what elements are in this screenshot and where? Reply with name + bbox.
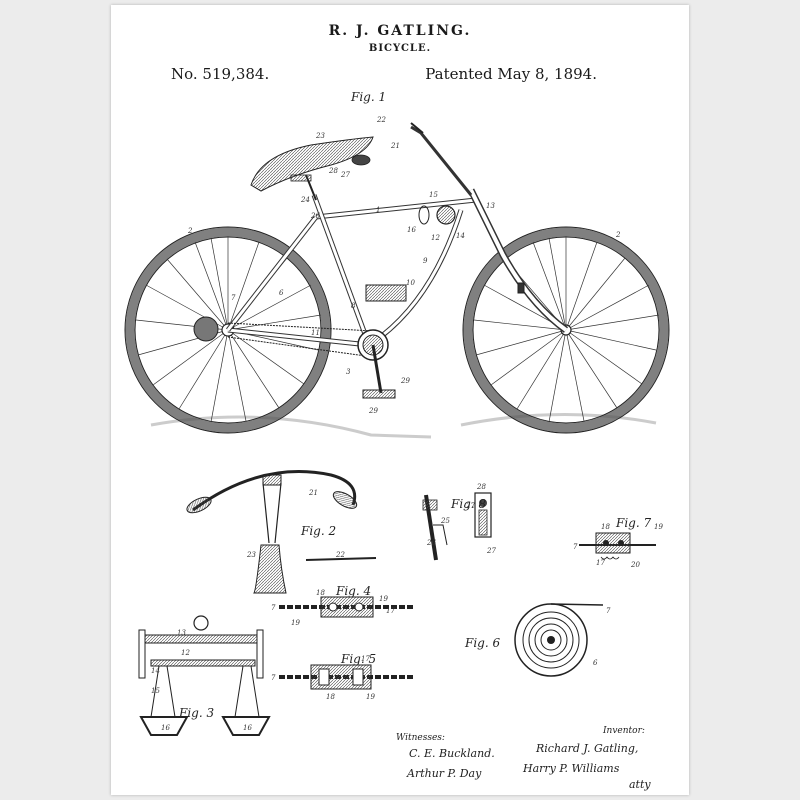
fig-5-label: Fig. 5 bbox=[340, 652, 376, 666]
figure-1-bicycle: Fig. 1 bbox=[124, 90, 670, 439]
ref-numeral: 22 bbox=[376, 116, 386, 124]
ref-numeral: 17 bbox=[361, 655, 370, 663]
ref-numeral: 13 bbox=[486, 202, 495, 210]
ref-numeral: 17 bbox=[386, 607, 395, 615]
witnesses-heading: Witnesses: bbox=[396, 733, 445, 743]
ref-numeral: 19 bbox=[366, 693, 375, 701]
ref-numeral: 10 bbox=[406, 279, 415, 287]
fig-6-label: Fig. 6 bbox=[464, 636, 500, 650]
ref-numeral: 16 bbox=[161, 724, 170, 732]
ref-numeral: 12 bbox=[181, 649, 190, 657]
ref-numeral: 15 bbox=[151, 687, 160, 695]
figure-3-stirrups: Fig. 3 13 12 14 15 16 16 bbox=[138, 615, 271, 736]
ref-numeral: 7 bbox=[606, 607, 611, 615]
bicycle-frame bbox=[226, 122, 569, 399]
ref-numeral: 13 bbox=[177, 629, 186, 637]
ref-numeral: 27 bbox=[486, 547, 496, 555]
ref-numeral: 6 bbox=[593, 659, 598, 667]
ref-numeral: 18 bbox=[316, 589, 325, 597]
ref-numeral: 29 bbox=[400, 377, 410, 385]
ref-numeral: 18 bbox=[326, 693, 335, 701]
saddle bbox=[250, 136, 374, 201]
attorney-suffix: atty bbox=[629, 778, 651, 791]
patent-number: No. 519,384. bbox=[171, 65, 270, 83]
fig-7-label: Fig. 7 bbox=[615, 516, 651, 530]
invention-title: BICYCLE. bbox=[368, 43, 432, 54]
ref-numeral: 16 bbox=[243, 724, 252, 732]
ref-numeral: 12 bbox=[431, 234, 440, 242]
inventor-signature: Richard J. Gatling, bbox=[535, 742, 638, 755]
ref-numeral: 7 bbox=[271, 674, 276, 682]
ref-numeral: 1 bbox=[376, 206, 380, 214]
ref-numeral: 28 bbox=[328, 167, 338, 175]
ref-numeral: 7 bbox=[573, 543, 578, 551]
witness-2-signature: Arthur P. Day bbox=[406, 767, 482, 780]
ref-numeral: 21 bbox=[390, 142, 400, 150]
ref-numeral: 2 bbox=[187, 227, 193, 235]
ref-numeral: 27 bbox=[465, 502, 475, 510]
ref-numeral: 21 bbox=[308, 489, 318, 497]
ref-numeral: 11 bbox=[311, 329, 320, 337]
patent-sheet: R. J. GATLING. BICYCLE. No. 519,384. Pat… bbox=[111, 5, 689, 795]
ref-numeral: 3 bbox=[346, 368, 351, 376]
attorney-signature: Harry P. Williams bbox=[522, 762, 620, 775]
fig-4-label: Fig. 4 bbox=[335, 584, 371, 598]
fig-2-label: Fig. 2 bbox=[300, 524, 336, 538]
ref-numeral: 19 bbox=[654, 523, 663, 531]
inventor-heading: Inventor: bbox=[602, 726, 645, 736]
ref-numeral: 25 bbox=[440, 517, 450, 525]
rear-wheel bbox=[124, 226, 332, 434]
figure-7-adjuster: Fig. 7 7 18 19 17 20 bbox=[573, 516, 663, 569]
ref-numeral: 15 bbox=[429, 191, 438, 199]
ref-numeral: 18 bbox=[601, 523, 610, 531]
fig-1-reference-numerals: 22 23 21 28 27 24 26 1 13 15 14 16 12 2 … bbox=[187, 116, 621, 415]
witness-1-signature: C. E. Buckland. bbox=[409, 747, 495, 760]
signature-block: Witnesses: C. E. Buckland. Arthur P. Day… bbox=[396, 726, 651, 791]
ref-numeral: 22 bbox=[335, 551, 345, 559]
ref-numeral: 7 bbox=[271, 604, 276, 612]
ref-numeral: 29 bbox=[368, 407, 378, 415]
ref-numeral: 14 bbox=[456, 232, 465, 240]
ref-numeral: 26 bbox=[426, 539, 436, 547]
figure-8-seat-clamp: Fig. 8 25 26 27 28 27 bbox=[422, 483, 496, 561]
figure-2-handlebar: Fig. 2 21 23 22 bbox=[186, 470, 377, 594]
patent-date: Patented May 8, 1894. bbox=[425, 65, 597, 83]
fig-1-label: Fig. 1 bbox=[350, 90, 386, 104]
ref-numeral: 27 bbox=[340, 171, 350, 179]
ref-numeral: 6 bbox=[279, 289, 284, 297]
figure-4-chain: Fig. 4 7 18 19 17 19 bbox=[271, 584, 413, 627]
ref-numeral: 24 bbox=[300, 196, 310, 204]
figure-6-coil-spring: Fig. 6 7 6 bbox=[464, 603, 611, 677]
fig-3-label: Fig. 3 bbox=[178, 706, 214, 720]
inventor-name: R. J. GATLING. bbox=[328, 23, 472, 39]
ref-numeral: 7 bbox=[231, 294, 236, 302]
ref-numeral: 8 bbox=[351, 302, 356, 310]
ref-numeral: 28 bbox=[476, 483, 486, 491]
ref-numeral: 23 bbox=[315, 132, 325, 140]
ref-numeral: 2 bbox=[615, 231, 621, 239]
ref-numeral: 19 bbox=[291, 619, 300, 627]
ref-numeral: 9 bbox=[423, 257, 428, 265]
ref-numeral: 23 bbox=[246, 551, 256, 559]
ref-numeral: 26 bbox=[310, 212, 320, 220]
ref-numeral: 17 bbox=[596, 559, 605, 567]
figure-5-chain: Fig. 5 7 17 19 18 bbox=[271, 652, 413, 701]
ref-numeral: 16 bbox=[407, 226, 416, 234]
front-wheel bbox=[462, 226, 670, 434]
ref-numeral: 14 bbox=[151, 667, 160, 675]
ref-numeral: 20 bbox=[630, 561, 640, 569]
patent-drawing: Fig. 1 bbox=[124, 90, 670, 791]
ref-numeral: 19 bbox=[379, 595, 388, 603]
fig-8-label: Fig. 8 bbox=[450, 497, 486, 511]
